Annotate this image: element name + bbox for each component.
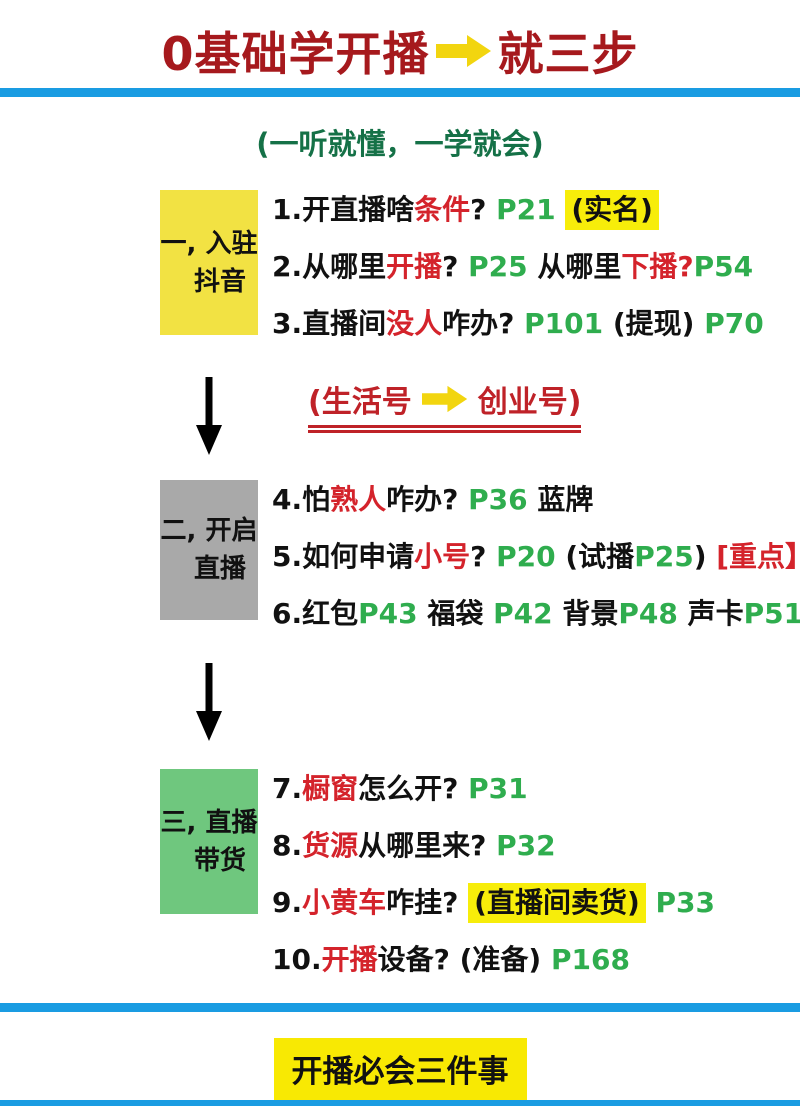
text-segment: ) [693, 540, 717, 573]
text-segment: 开播 [386, 250, 443, 283]
mid-divider-line [0, 1003, 800, 1012]
transition-2 [196, 663, 800, 743]
list-item: 2.从哪里开播? P25 从哪里下播?P54 [272, 247, 764, 287]
text-segment: ? [470, 540, 497, 573]
text-segment: P25 [634, 540, 694, 573]
text-segment: 货源 [302, 829, 359, 862]
list-item: 4.怕熟人咋办? P36 蓝牌 [272, 480, 800, 520]
text-segment: 熟人 [330, 483, 387, 516]
note-left: (生活号 [308, 385, 412, 420]
text-segment: 2.从哪里 [272, 250, 387, 283]
text-segment: 咋挂? [386, 886, 469, 919]
text-segment: P36 [468, 483, 528, 516]
text-segment: P101 [524, 307, 604, 340]
list-item: 1.开直播啥条件? P21 (实名) [272, 190, 764, 230]
text-segment: 声卡 [677, 597, 744, 630]
section-join-douyin: 一, 入驻 抖音 1.开直播啥条件? P21 (实名) 2.从哪里开播? P25… [160, 190, 800, 361]
transition-1: (生活号 创业号) [196, 377, 800, 457]
text-segment: 7. [272, 772, 303, 805]
text-segment: 咋办? [442, 307, 525, 340]
text-segment: P70 [704, 307, 764, 340]
text-segment: 下播? [621, 250, 694, 283]
text-segment: 背景 [552, 597, 619, 630]
down-arrow-icon [196, 377, 222, 455]
note-right: 创业号) [477, 385, 582, 420]
list-item: 5.如何申请小号? P20 (试播P25) [重点】 [272, 537, 800, 577]
subtitle: (一听就懂，一学就会) [256, 127, 544, 161]
list-item: 8.货源从哪里来? P32 [272, 826, 715, 866]
step3-label-box: 三, 直播 带货 [160, 769, 258, 914]
text-segment: 1.开直播啥 [272, 193, 415, 226]
text-segment: 橱窗 [302, 772, 359, 805]
list-item: 3.直播间没人咋办? P101 (提现) P70 [272, 304, 764, 344]
text-segment: P20 [496, 540, 556, 573]
title-tail: 就三步 [497, 27, 639, 81]
text-segment: 咋办? [386, 483, 469, 516]
step3-label-line1: 三, 直播 [160, 807, 258, 838]
text-segment: P42 [493, 597, 553, 630]
list-item: 6.红包P43 福袋 P42 背景P48 声卡P51...... [272, 594, 800, 634]
list-item: 10.开播设备? (准备) P168 [272, 940, 715, 980]
text-segment: 5.如何申请 [272, 540, 415, 573]
text-segment: 福袋 [417, 597, 494, 630]
text-segment: ? [442, 250, 469, 283]
text-segment: 没人 [386, 307, 443, 340]
step3-item-list: 7.橱窗怎么开? P31 8.货源从哪里来? P32 9.小黄车咋挂? (直播间… [272, 769, 715, 997]
text-segment: (试播 [555, 540, 635, 573]
text-segment: 小号 [414, 540, 471, 573]
text-segment: 蓝牌 [527, 483, 594, 516]
text-segment: P48 [618, 597, 678, 630]
footer-headline: 开播必会三件事 [273, 1038, 527, 1101]
text-segment: 小黄车 [302, 886, 387, 919]
text-segment: 6.红包 [272, 597, 359, 630]
text-segment: P43 [358, 597, 418, 630]
text-segment: (直播间卖货) [468, 883, 646, 923]
text-segment: [重点】 [716, 540, 800, 573]
list-item: 7.橱窗怎么开? P31 [272, 769, 715, 809]
step1-label-line1: 一, 入驻 [160, 228, 258, 259]
page-title: 0基础学开播 就三步 [0, 0, 800, 86]
account-type-note: (生活号 创业号) [308, 377, 582, 433]
text-segment: P54 [693, 250, 754, 283]
right-arrow-icon [421, 385, 467, 413]
bottom-divider-line [0, 1100, 800, 1106]
footer-headline-row: 开播必会三件事 [0, 1038, 800, 1101]
step2-label-box: 二, 开启 直播 [160, 480, 258, 620]
text-segment: P32 [496, 829, 556, 862]
step1-label-box: 一, 入驻 抖音 [160, 190, 258, 335]
section-start-streaming: 二, 开启 直播 4.怕熟人咋办? P36 蓝牌 5.如何申请小号? P20 (… [160, 480, 800, 651]
text-segment: 4.怕 [272, 483, 331, 516]
text-segment: 从哪里来? [358, 829, 497, 862]
step2-item-list: 4.怕熟人咋办? P36 蓝牌 5.如何申请小号? P20 (试播P25) [重… [272, 480, 800, 651]
text-segment: 开播 [321, 943, 378, 976]
step3-label-line2: 带货 [193, 845, 246, 876]
text-segment: ? [470, 193, 497, 226]
text-segment: 设备? (准备) [377, 943, 551, 976]
text-segment: 8. [272, 829, 303, 862]
step1-item-list: 1.开直播啥条件? P21 (实名) 2.从哪里开播? P25 从哪里下播?P5… [272, 190, 764, 361]
text-segment: P25 [468, 250, 538, 283]
step2-label-line2: 直播 [193, 554, 246, 584]
text-segment: 9. [272, 886, 303, 919]
down-arrow-icon [196, 663, 222, 741]
text-segment: (实名) [565, 190, 659, 230]
text-segment: P31 [468, 772, 528, 805]
text-segment: (提现) [603, 307, 705, 340]
section-live-selling: 三, 直播 带货 7.橱窗怎么开? P31 8.货源从哪里来? P32 9.小黄… [160, 769, 800, 997]
step1-label-line2: 抖音 [193, 266, 246, 297]
right-arrow-icon [435, 35, 491, 67]
step2-label-line1: 二, 开启 [160, 516, 258, 546]
text-segment: 从哪里 [537, 250, 622, 283]
text-segment: 3.直播间 [272, 307, 387, 340]
text-segment: P51 [743, 597, 800, 630]
text-segment: P168 [550, 943, 630, 976]
top-divider-line [0, 88, 800, 97]
text-segment: 怎么开? [358, 772, 469, 805]
title-lead: 0基础学开播 [161, 27, 430, 81]
text-segment: 10. [272, 943, 322, 976]
text-segment: 条件 [414, 193, 471, 226]
list-item: 9.小黄车咋挂? (直播间卖货) P33 [272, 883, 715, 923]
text-segment: P33 [645, 886, 715, 919]
text-segment: P21 [496, 193, 566, 226]
